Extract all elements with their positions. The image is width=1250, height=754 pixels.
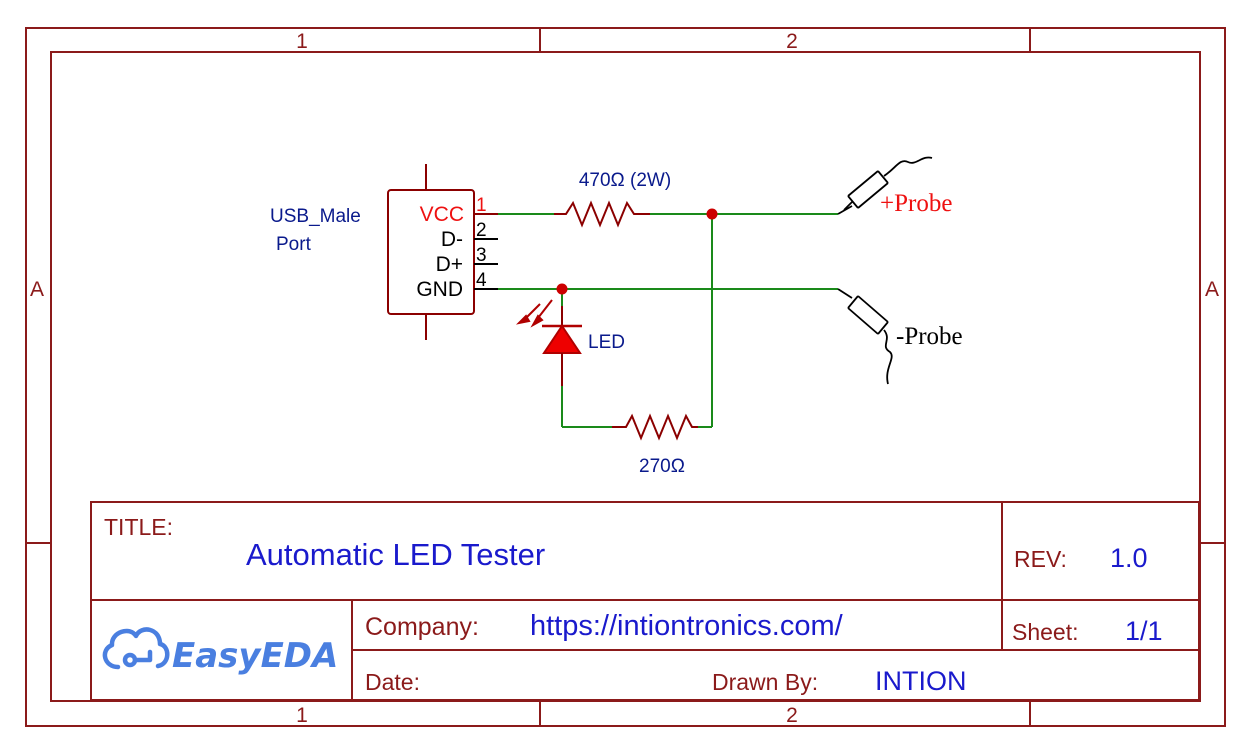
led: LED [515, 299, 625, 386]
zone-bottom-col-1: 1 [296, 704, 308, 727]
zone-top-col-1: 1 [296, 30, 308, 53]
cloud-icon [102, 627, 170, 670]
negative-probe: -Probe [837, 288, 963, 385]
zone-right-row-a: A [1205, 278, 1219, 301]
usb-name-line2: Port [276, 234, 312, 255]
zone-left-row-a: A [30, 278, 44, 301]
usb-pin-number-4: 4 [476, 270, 487, 291]
probe-neg-label: -Probe [896, 323, 963, 350]
led-triangle [542, 324, 582, 354]
rev-label: REV: [1014, 546, 1067, 572]
positive-probe: +Probe [837, 156, 952, 217]
sheet-value: 1/1 [1125, 616, 1163, 646]
company-value: https://intiontronics.com/ [530, 610, 844, 642]
circuit: VCC D- D+ GND 1 2 3 4 USB_Male Port [270, 156, 963, 477]
title-value: Automatic LED Tester [246, 537, 545, 572]
date-label: Date: [365, 669, 420, 695]
led-label: LED [588, 332, 625, 353]
resistor-r1: 470Ω (2W) [554, 170, 671, 228]
usb-pin-label-gnd: GND [416, 278, 463, 301]
usb-pin-number-1: 1 [476, 195, 487, 216]
usb-pin-label-vcc: VCC [420, 203, 464, 226]
probe-neg-icon [837, 288, 893, 385]
rev-value: 1.0 [1110, 543, 1148, 573]
r2-value-label: 270Ω [639, 456, 685, 477]
title-label: TITLE: [104, 514, 173, 540]
usb-pin-number-2: 2 [476, 220, 487, 241]
zone-bottom-col-2: 2 [786, 704, 798, 727]
probe-pos-icon [837, 156, 933, 215]
junction-dot-gnd [556, 283, 568, 295]
easyeda-logo: EasyEDA [102, 627, 338, 676]
wires [498, 213, 838, 428]
company-label: Company: [365, 613, 479, 641]
resistor-r2: 270Ω [612, 413, 698, 477]
drawn-by-value: INTION [875, 666, 967, 696]
led-light-arrows-icon [515, 299, 553, 328]
probe-pos-label: +Probe [880, 190, 952, 217]
sheet-label: Sheet: [1012, 619, 1079, 645]
zone-top-col-2: 2 [786, 30, 798, 53]
title-block: TITLE: Automatic LED Tester REV: 1.0 Com… [90, 501, 1200, 701]
usb-pin-label-dminus: D- [441, 228, 463, 251]
logo-text: EasyEDA [172, 636, 338, 676]
r1-value-label: 470Ω (2W) [579, 170, 671, 191]
outer-border [25, 27, 1226, 727]
usb-name-line1: USB_Male [270, 206, 361, 227]
junction-dot-vcc [706, 208, 718, 220]
inner-border [50, 51, 1201, 702]
usb-pin-number-3: 3 [476, 245, 487, 266]
drawn-by-label: Drawn By: [712, 669, 818, 695]
usb-connector: VCC D- D+ GND 1 2 3 4 USB_Male Port [270, 164, 498, 340]
usb-body [387, 189, 475, 315]
usb-pin-label-dplus: D+ [436, 253, 463, 276]
